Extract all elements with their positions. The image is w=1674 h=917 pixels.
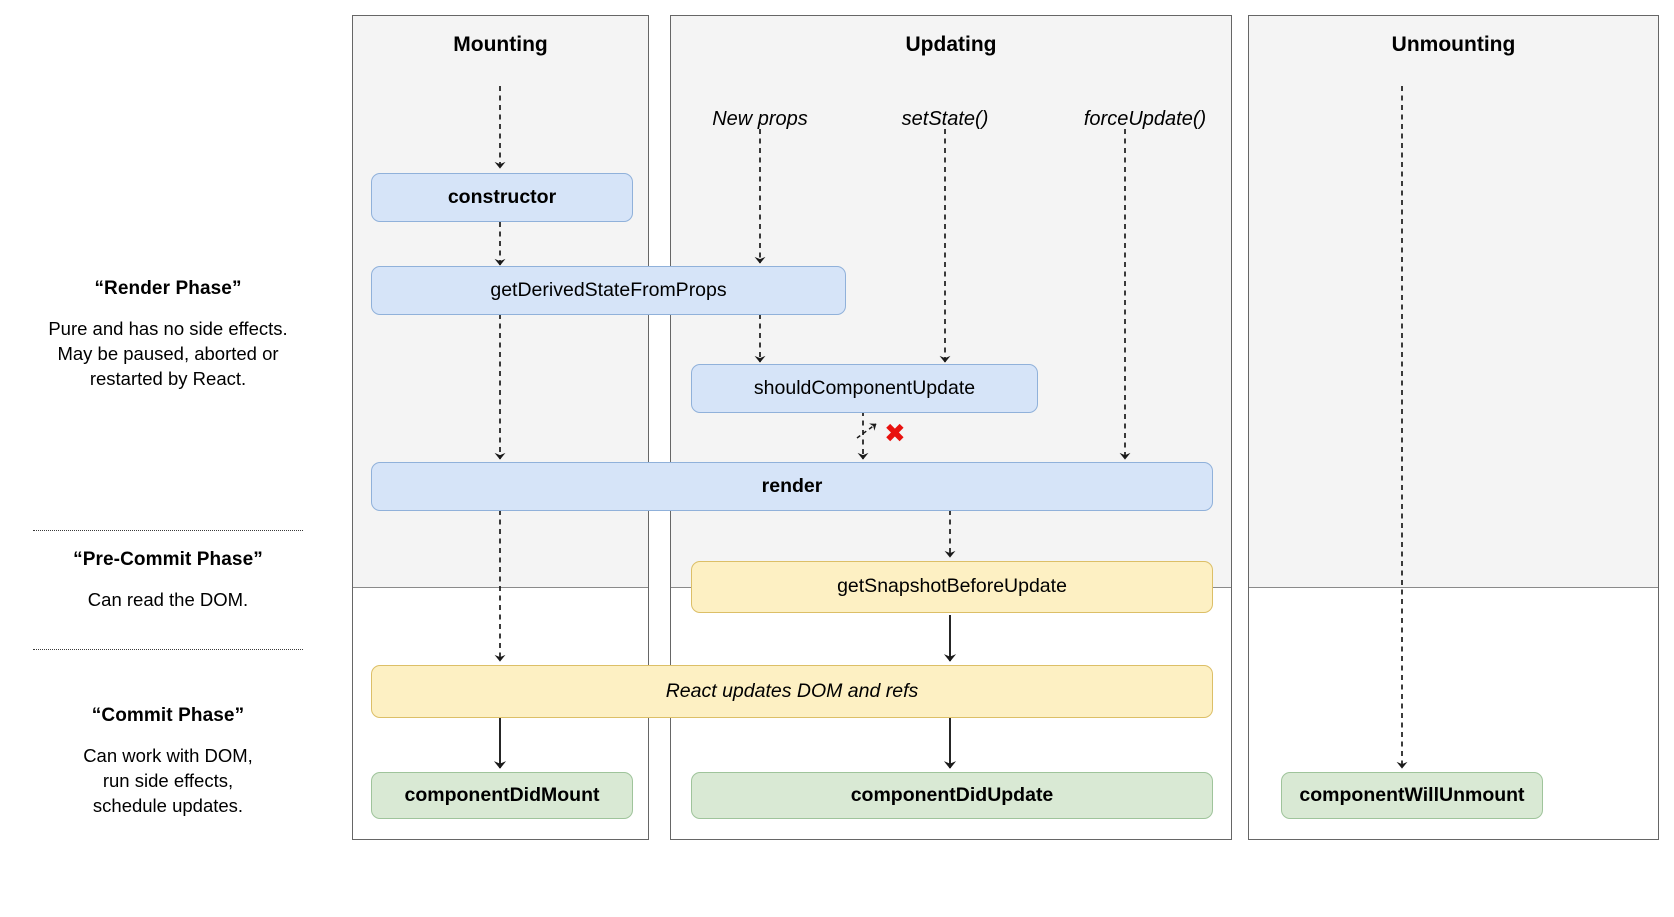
column-title-unmounting: Unmounting bbox=[1391, 33, 1516, 56]
legend-line: schedule updates. bbox=[92, 795, 244, 816]
box-react-updates-dom-and-refs[interactable]: React updates DOM and refs bbox=[371, 665, 1213, 718]
column-title-updating: Updating bbox=[905, 33, 997, 56]
skip-render-x-icon: ✖ bbox=[884, 419, 906, 449]
legend-render-phase-title: “Render Phase” bbox=[94, 278, 242, 299]
legend-render-phase: “Render Phase” Pure and has no side effe… bbox=[18, 278, 318, 391]
box-component-did-mount[interactable]: componentDidMount bbox=[371, 772, 633, 819]
legend-pre-commit-phase-body: Can read the DOM. bbox=[18, 587, 318, 612]
legend-pre-commit-phase: “Pre-Commit Phase” Can read the DOM. bbox=[18, 549, 318, 612]
legend-line: run side effects, bbox=[102, 770, 234, 791]
legend-divider-bottom bbox=[33, 649, 303, 650]
box-component-did-update[interactable]: componentDidUpdate bbox=[691, 772, 1213, 819]
box-get-snapshot-before-update[interactable]: getSnapshotBeforeUpdate bbox=[691, 561, 1213, 613]
legend-commit-phase-body: Can work with DOM, run side effects, sch… bbox=[18, 743, 318, 818]
legend-line: restarted by React. bbox=[89, 368, 247, 389]
legend-render-phase-body: Pure and has no side effects. May be pau… bbox=[18, 316, 318, 391]
box-should-component-update[interactable]: shouldComponentUpdate bbox=[691, 364, 1038, 413]
legend-line: Pure and has no side effects. bbox=[48, 318, 288, 339]
trigger-label-force-update: forceUpdate() bbox=[1083, 108, 1207, 130]
box-component-will-unmount[interactable]: componentWillUnmount bbox=[1281, 772, 1543, 819]
column-title-mounting: Mounting bbox=[453, 33, 548, 56]
trigger-label-set-state: setState() bbox=[901, 108, 989, 130]
box-render[interactable]: render bbox=[371, 462, 1213, 511]
column-frame-unmounting bbox=[1248, 15, 1659, 840]
box-constructor[interactable]: constructor bbox=[371, 173, 633, 222]
legend-line: May be paused, aborted or bbox=[57, 343, 279, 364]
legend-divider-top bbox=[33, 530, 303, 531]
legend-commit-phase: “Commit Phase” Can work with DOM, run si… bbox=[18, 705, 318, 818]
legend-commit-phase-title: “Commit Phase” bbox=[91, 705, 245, 726]
legend-line: Can work with DOM, bbox=[83, 745, 253, 766]
legend-line: Can read the DOM. bbox=[87, 589, 249, 610]
legend-pre-commit-phase-title: “Pre-Commit Phase” bbox=[73, 549, 263, 570]
box-get-derived-state-from-props[interactable]: getDerivedStateFromProps bbox=[371, 266, 846, 315]
trigger-label-new-props: New props bbox=[712, 108, 808, 130]
